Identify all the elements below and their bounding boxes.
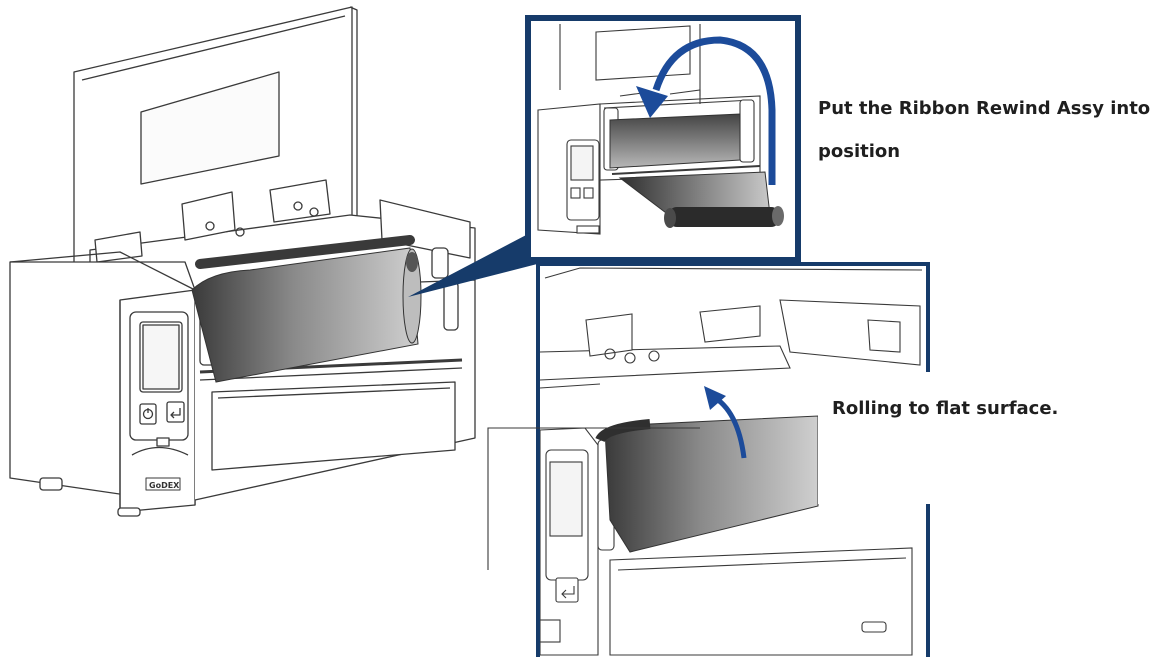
caption-step-top-line1: Put the Ribbon Rewind Assy into (818, 98, 1151, 119)
feed-button-icon (166, 401, 185, 423)
front-housing: GoDEX (9, 251, 451, 517)
ribbon-main (191, 235, 422, 383)
curved-arrow-icon (636, 36, 776, 185)
power-button-icon (139, 403, 157, 425)
top-inset (525, 15, 801, 263)
caption-step-bottom: Rolling to flat surface. (832, 398, 1059, 419)
bottom-inset (536, 262, 930, 659)
leader-lines (487, 427, 700, 570)
caption-step-top-line2: position (818, 141, 901, 162)
callout-wedge (408, 233, 545, 297)
brand-label-main: GoDEX (149, 481, 180, 490)
